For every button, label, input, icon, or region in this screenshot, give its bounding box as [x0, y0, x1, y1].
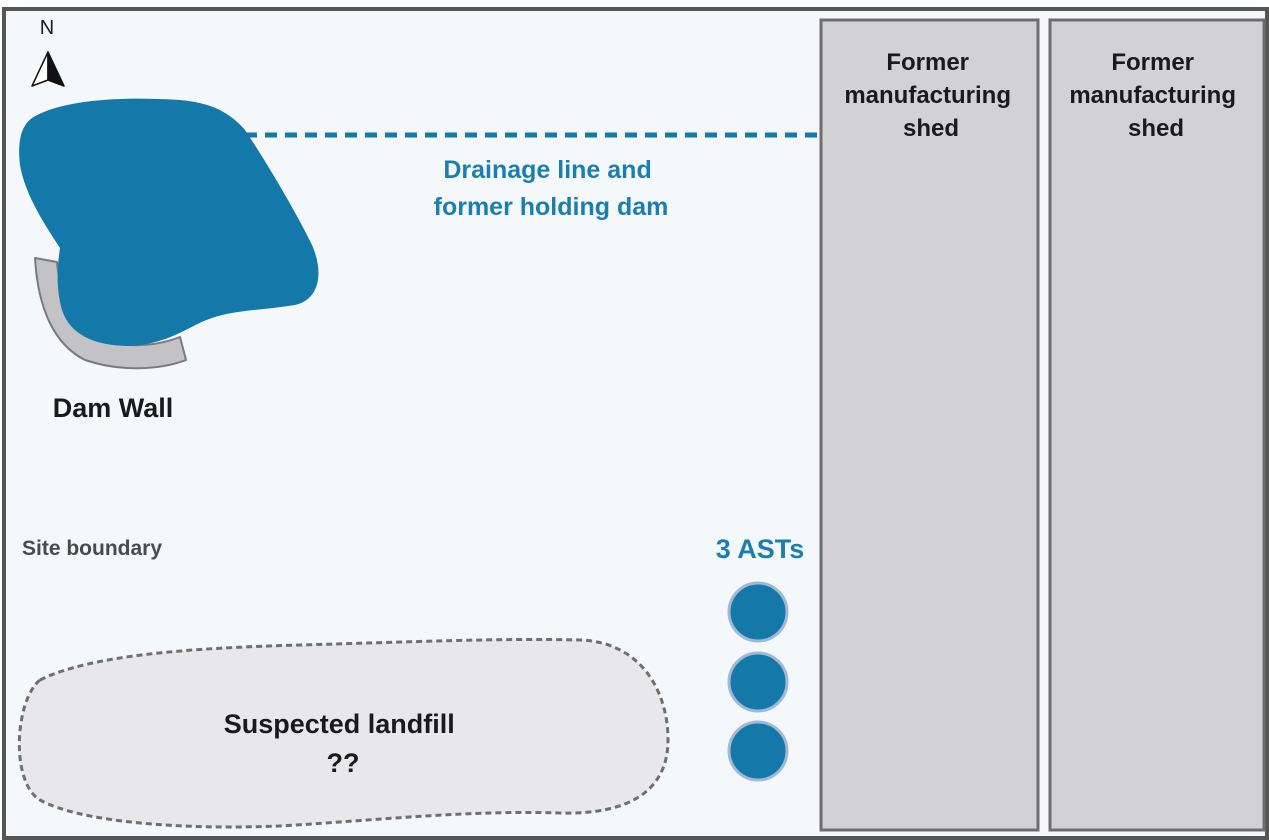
- ast-tank-2: [727, 651, 789, 713]
- drainage-label-line2: former holding dam: [434, 193, 669, 221]
- dam-wall-label: Dam Wall: [53, 393, 174, 423]
- shed-1-label-line1: Former: [886, 49, 969, 76]
- ast-group: [727, 581, 789, 782]
- shed-1-label-line2: manufacturing: [844, 82, 1011, 109]
- north-arrow-letter: N: [40, 17, 54, 39]
- drainage-label-line1: Drainage line and: [443, 156, 651, 184]
- shed-1-label: Former manufacturing shed: [844, 49, 1017, 142]
- shed-2-label: Former manufacturing shed: [1069, 49, 1242, 142]
- shed-2-label-line1: Former: [1111, 49, 1194, 76]
- shed-1-label-line3: shed: [903, 115, 959, 142]
- north-arrow-icon: N: [31, 17, 65, 87]
- shed-1: [819, 18, 1040, 832]
- ast-tank-1: [727, 581, 789, 643]
- holding-dam-water: [19, 98, 319, 346]
- suspected-landfill-area: [17, 637, 670, 829]
- landfill-label-line2: ??: [327, 748, 360, 778]
- ast-tank-3: [727, 720, 789, 782]
- drainage-label: Drainage line and former holding dam: [434, 156, 669, 221]
- shed-2-label-line2: manufacturing: [1069, 82, 1236, 109]
- ast-label: 3 ASTs: [716, 534, 805, 564]
- landfill-label-line1: Suspected landfill: [224, 709, 455, 739]
- landfill-label: Suspected landfill ??: [224, 709, 463, 778]
- shed-2-label-line3: shed: [1128, 115, 1184, 142]
- site-boundary-label: Site boundary: [22, 537, 162, 560]
- shed-2: [1048, 18, 1266, 832]
